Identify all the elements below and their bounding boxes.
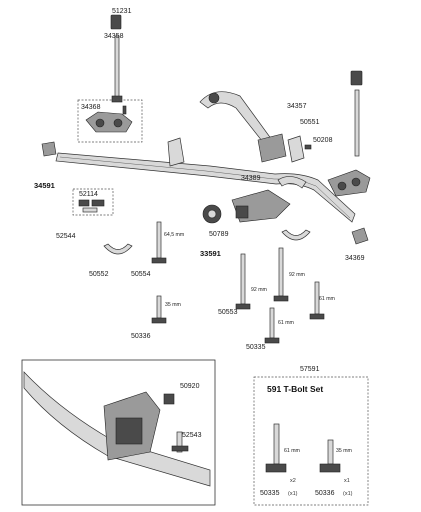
tbolt-long-dim: 61 mm	[284, 448, 300, 454]
u-clamp-2	[281, 229, 311, 241]
detail-inset-box	[21, 359, 216, 506]
bracket-50551	[287, 135, 305, 163]
rail-bracket	[167, 137, 185, 167]
label-50336: 50336	[131, 333, 151, 340]
t-bolt-50553	[235, 253, 251, 310]
label-52543: 52543	[182, 432, 202, 439]
label-33591: 33591	[200, 249, 221, 258]
label-34358: 34358	[104, 33, 124, 40]
tbolt-set-box	[253, 376, 369, 506]
arm-assembly-34357	[199, 91, 287, 163]
label-50553: 50553	[218, 309, 238, 316]
tbolt-long	[265, 423, 287, 473]
box-52114	[72, 188, 114, 216]
tbolt-short	[319, 439, 341, 473]
t-bolt-50335	[264, 307, 280, 344]
frame-holder-33591	[231, 189, 291, 223]
bolt-50208	[304, 144, 312, 150]
label-50789: 50789	[209, 231, 229, 238]
tbolt-short-code: 50336	[315, 490, 335, 497]
dim-92mm-a: 92 mm	[251, 287, 267, 293]
tbolt-short-code-qty: (x1)	[343, 491, 353, 497]
label-50208: 50208	[313, 137, 333, 144]
label-57591: 57591	[300, 366, 320, 373]
tbolt-short-qty: x1	[344, 478, 350, 484]
dim-61mm-a: 61 mm	[319, 296, 335, 302]
box-34368	[77, 99, 143, 143]
tbolt-long-qty: x2	[290, 478, 296, 484]
label-50335: 50335	[246, 344, 266, 351]
top-post-assembly	[110, 14, 123, 103]
wheel-clamp-34368	[85, 105, 133, 133]
label-50552: 50552	[89, 271, 109, 278]
tbolt-short-dim: 35 mm	[336, 448, 352, 454]
dim-64-5mm: 64,5 mm	[164, 232, 184, 238]
tbolt-long-code: 50335	[260, 490, 280, 497]
label-34368: 34368	[81, 104, 101, 111]
tbolt-set-title: 591 T-Bolt Set	[267, 384, 323, 394]
t-bolt-92mm	[273, 247, 289, 302]
rear-wheel-holder	[327, 169, 371, 197]
end-cap-34369	[351, 227, 369, 245]
dim-61mm-b: 61 mm	[278, 320, 294, 326]
label-50920: 50920	[180, 383, 200, 390]
u-clamp-50552	[103, 243, 133, 255]
label-51231: 51231	[112, 8, 132, 15]
label-34389: 34389	[241, 175, 261, 182]
dim-35mm: 35 mm	[165, 302, 181, 308]
small-parts-52114	[78, 199, 105, 213]
label-50551: 50551	[300, 119, 320, 126]
label-34369: 34369	[345, 255, 365, 262]
t-bolt-50554	[151, 221, 167, 264]
right-post-assembly	[350, 70, 363, 157]
detail-rail-closeup	[23, 371, 211, 487]
label-34591: 34591	[34, 181, 55, 190]
end-cap-left	[41, 141, 57, 157]
strap-34389	[277, 176, 307, 189]
label-52544: 52544	[56, 233, 76, 240]
t-bolt-50336	[151, 295, 167, 324]
label-50554: 50554	[131, 271, 151, 278]
label-34357: 34357	[287, 103, 307, 110]
knob-50789	[202, 204, 222, 224]
t-bolt-61mm-a	[309, 281, 325, 320]
label-52114: 52114	[79, 191, 98, 198]
dim-92mm-b: 92 mm	[289, 272, 305, 278]
tbolt-long-code-qty: (x1)	[288, 491, 298, 497]
